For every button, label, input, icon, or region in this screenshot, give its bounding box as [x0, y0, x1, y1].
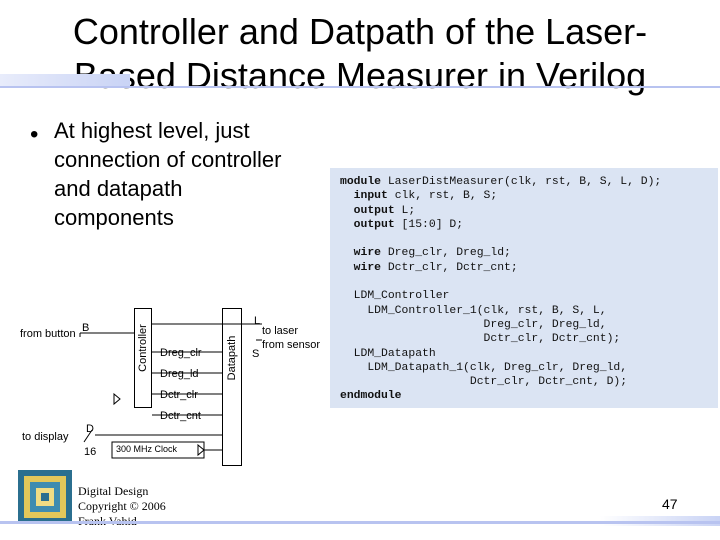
title-line-1: Controller and Datpath of the Laser-: [72, 11, 648, 52]
code-line: LDM_Controller_1(clk, rst, B, S, L,: [340, 304, 661, 318]
code-line: input clk, rst, B, S;: [340, 189, 661, 203]
slide-title: Controller and Datpath of the Laser- Bas…: [0, 10, 720, 98]
code-line: wire Dctr_clr, Dctr_cnt;: [340, 261, 661, 275]
code-keyword: output: [340, 204, 395, 217]
code-text: LDM_Controller_1(clk, rst, B, S, L,: [340, 304, 607, 317]
bullet-marker: •: [30, 121, 39, 148]
code-line: [340, 232, 661, 246]
code-line: Dreg_clr, Dreg_ld,: [340, 318, 661, 332]
code-keyword: wire: [340, 261, 382, 274]
bullet-text: At highest level, just connection of con…: [54, 116, 324, 232]
code-line: [340, 275, 661, 289]
bullet-line: components: [54, 205, 174, 230]
signal-dreg-clr: Dreg_clr: [160, 347, 202, 359]
bus-width-label: 16: [84, 446, 97, 458]
bullet-line: At highest level, just: [54, 118, 250, 143]
page-number: 47: [662, 496, 678, 512]
code-line: LDM_Datapath_1(clk, Dreg_clr, Dreg_ld,: [340, 361, 661, 375]
copyright-line: Copyright © 2006: [78, 499, 166, 513]
code-keyword: module: [340, 176, 382, 188]
title-line-2: Based Distance Measurer in Verilog: [73, 55, 647, 96]
code-text: LDM_Datapath: [340, 347, 436, 360]
from-sensor-label: from sensor: [262, 339, 321, 351]
title-accent-bar: [0, 74, 130, 88]
code-line: LDM_Controller: [340, 289, 661, 303]
code-line: module LaserDistMeasurer(clk, rst, B, S,…: [340, 175, 661, 189]
title-underline: [0, 86, 720, 88]
bullet-line: and datapath: [54, 176, 183, 201]
signal-dctr-cnt: Dctr_cnt: [160, 410, 201, 422]
code-keyword: output: [340, 218, 395, 231]
signal-dreg-ld: Dreg_ld: [160, 368, 199, 380]
to-laser-label: to laser: [262, 325, 299, 337]
code-text: Dctr_clr, Dctr_cnt);: [340, 333, 621, 346]
b-signal-label: B: [82, 322, 90, 334]
code-text: Dreg_clr, Dreg_ld;: [381, 247, 511, 260]
book-logo-icon: [18, 470, 72, 524]
code-text: LDM_Controller: [340, 290, 450, 303]
code-text: [15:0] D;: [394, 218, 464, 231]
code-text: clk, rst, B, S;: [387, 190, 498, 203]
code-text: Dctr_clr, Dctr_cnt;: [381, 261, 518, 274]
code-text: LaserDistMeasurer(clk, rst, B, S, L, D);: [381, 176, 662, 188]
code-text: LDM_Datapath_1(clk, Dreg_clr, Dreg_ld,: [340, 361, 628, 374]
code-text: [340, 276, 347, 288]
verilog-code-panel: module LaserDistMeasurer(clk, rst, B, S,…: [330, 168, 718, 408]
signal-dctr-clr: Dctr_clr: [160, 389, 198, 401]
from-button-label: from button: [20, 328, 76, 340]
controller-block: [134, 308, 152, 408]
verilog-code: module LaserDistMeasurer(clk, rst, B, S,…: [340, 175, 661, 404]
code-text: [340, 233, 347, 245]
code-keyword: endmodule: [340, 390, 402, 403]
code-text: Dctr_clr, Dctr_cnt, D);: [340, 376, 628, 389]
code-line: endmodule: [340, 389, 661, 403]
code-line: Dctr_clr, Dctr_cnt);: [340, 332, 661, 346]
datapath-block: [222, 308, 242, 466]
code-text: Dreg_clr, Dreg_ld,: [340, 318, 607, 331]
code-line: Dctr_clr, Dctr_cnt, D);: [340, 375, 661, 389]
code-keyword: input: [340, 190, 388, 203]
code-line: LDM_Datapath: [340, 347, 661, 361]
code-line: output L;: [340, 204, 661, 218]
bullet-line: connection of controller: [54, 147, 282, 172]
clock-label: 300 MHz Clock: [116, 444, 178, 454]
d-signal-label: D: [86, 423, 94, 435]
l-signal-label: L: [254, 315, 261, 327]
diagram-wires: [79, 323, 262, 459]
code-line: output [15:0] D;: [340, 218, 661, 232]
code-line: wire Dreg_clr, Dreg_ld;: [340, 246, 661, 260]
code-text: L;: [394, 204, 416, 217]
code-keyword: wire: [340, 247, 382, 260]
footer-line: [0, 521, 720, 524]
copyright-line: Digital Design: [78, 484, 149, 498]
s-signal-label: S: [252, 348, 260, 360]
to-display-label: to display: [22, 431, 69, 443]
